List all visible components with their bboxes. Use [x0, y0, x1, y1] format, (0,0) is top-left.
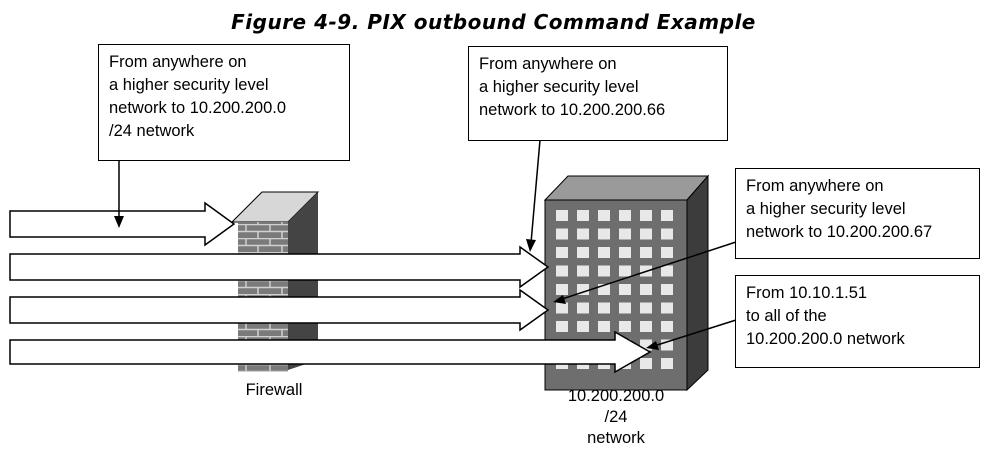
callout-middle-line-2: a higher security level — [479, 78, 639, 96]
building-window — [577, 228, 589, 240]
network-label-line-3: network — [587, 429, 645, 447]
pointer-right-top — [553, 241, 737, 304]
building-window — [640, 339, 652, 351]
building-window — [556, 321, 568, 332]
callout-right-top: From anywhere on a higher security level… — [735, 168, 980, 259]
building-window — [640, 210, 652, 221]
pointer-right-bottom — [646, 319, 737, 350]
building-window — [598, 265, 610, 277]
pointer-left — [114, 160, 124, 228]
callout-left: From anywhere on a higher security level… — [98, 44, 350, 161]
building-window — [556, 247, 568, 258]
callout-middle-line-3: network to 10.200.200.66 — [479, 101, 666, 119]
building-window — [556, 265, 568, 277]
building-window — [556, 228, 568, 240]
building-window — [640, 321, 652, 332]
callout-right-bottom-line-3: 10.200.200.0 network — [746, 330, 905, 348]
building-window — [661, 284, 673, 295]
callout-right-bottom-line-2: to all of the — [746, 307, 827, 325]
building-window — [619, 302, 631, 314]
building-window — [661, 228, 673, 240]
figure-title: Figure 4-9. PIX outbound Command Example — [231, 10, 756, 34]
network-label-line-2: /24 — [604, 408, 628, 426]
building-window — [598, 228, 610, 240]
building-window — [577, 247, 589, 258]
callout-right-bottom: From 10.10.1.51 to all of the 10.200.200… — [735, 275, 980, 368]
callout-right-top-line-2: a higher security level — [746, 200, 906, 218]
network-label: 10.200.200.0 /24 network — [546, 386, 686, 449]
building-window — [661, 302, 673, 314]
outbound-arrow-1 — [9, 201, 236, 247]
building-window — [640, 228, 652, 240]
building-window — [661, 265, 673, 277]
building-window — [556, 284, 568, 295]
building-icon — [543, 174, 710, 392]
callout-right-bottom-line-1: From 10.10.1.51 — [746, 284, 868, 302]
callout-left-line-4: /24 network — [109, 122, 195, 140]
building-window — [577, 302, 589, 314]
building-window — [661, 339, 673, 351]
callout-right-top-line-1: From anywhere on — [746, 177, 884, 195]
building-window — [598, 302, 610, 314]
building-window — [619, 247, 631, 258]
building-window — [598, 284, 610, 295]
building-window — [577, 210, 589, 221]
building-window — [640, 247, 652, 258]
building-window — [598, 247, 610, 258]
building-window — [661, 321, 673, 332]
building-window — [661, 210, 673, 221]
outbound-arrow-3 — [9, 288, 550, 332]
network-label-line-1: 10.200.200.0 — [567, 387, 665, 405]
building-window — [577, 321, 589, 332]
building-window — [598, 210, 610, 221]
building-window — [619, 284, 631, 295]
building-window — [640, 302, 652, 314]
building-window — [577, 265, 589, 277]
building-window — [619, 228, 631, 240]
firewall-label: Firewall — [245, 381, 303, 399]
building-window — [661, 358, 673, 369]
building-window — [619, 265, 631, 277]
outbound-arrow-2 — [9, 245, 550, 289]
building-window — [598, 321, 610, 332]
building-window — [640, 284, 652, 295]
callout-right-top-line-3: network to 10.200.200.67 — [746, 223, 933, 241]
building-window — [556, 302, 568, 314]
pointer-middle — [526, 139, 541, 252]
callout-left-line-2: a higher security level — [109, 76, 269, 94]
building-window — [619, 210, 631, 221]
building-window — [577, 284, 589, 295]
callout-middle: From anywhere on a higher security level… — [468, 46, 728, 141]
building-window — [661, 247, 673, 258]
building-window — [556, 210, 568, 221]
callout-left-line-1: From anywhere on — [109, 53, 247, 71]
building-window — [640, 358, 652, 369]
outbound-arrow-4 — [9, 330, 652, 374]
callout-left-line-3: network to 10.200.200.0 — [109, 99, 287, 117]
callout-middle-line-1: From anywhere on — [479, 55, 617, 73]
building-window — [619, 321, 631, 332]
